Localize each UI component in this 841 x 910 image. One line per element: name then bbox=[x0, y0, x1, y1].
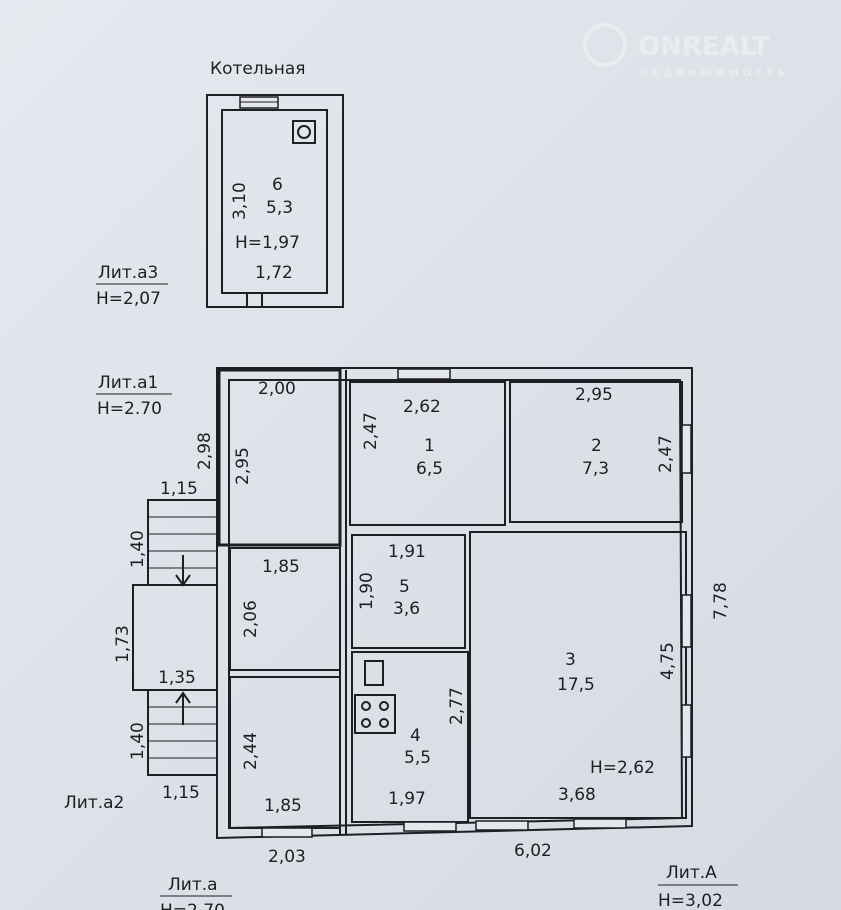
window bbox=[681, 594, 692, 648]
ceiling-height: Н=1,97 bbox=[235, 233, 300, 253]
main-house bbox=[132, 367, 693, 840]
window bbox=[573, 818, 627, 829]
lit-height: Н=2,07 bbox=[96, 289, 161, 309]
dim: 2,47 bbox=[656, 435, 676, 473]
room-number: 5 bbox=[399, 577, 410, 597]
window bbox=[475, 820, 529, 831]
dim: 1,90 bbox=[357, 572, 377, 610]
boiler-room: Котельная 3,10 6 5,3 Н=1,97 1,72 Лит.а3 … bbox=[96, 59, 344, 309]
dim: 1,85 bbox=[262, 557, 300, 577]
lit-height: Н=3,02 bbox=[658, 891, 723, 910]
lit-label: Лит.А bbox=[666, 863, 717, 883]
dim: 3,10 bbox=[230, 182, 250, 220]
window bbox=[403, 821, 457, 832]
lit-height: Н=2.70 bbox=[97, 399, 162, 419]
dim: 1,15 bbox=[162, 783, 200, 803]
room-area: 5,3 bbox=[266, 198, 293, 218]
dim: 1,40 bbox=[128, 530, 148, 568]
room-1 bbox=[349, 381, 506, 526]
stove-icon bbox=[354, 694, 396, 734]
room-number: 1 bbox=[424, 436, 435, 456]
porch bbox=[132, 499, 218, 776]
dim: 1,40 bbox=[128, 722, 148, 760]
dim: 2,47 bbox=[361, 412, 381, 450]
dim: 2,95 bbox=[233, 447, 253, 485]
room-number: 4 bbox=[410, 726, 421, 746]
stairs bbox=[147, 689, 218, 776]
dim: 2,95 bbox=[575, 385, 613, 405]
lit-height: Н=2,70 bbox=[160, 901, 225, 910]
dim: 1,97 bbox=[388, 789, 426, 809]
dim: 4,75 bbox=[658, 642, 678, 680]
dimension-labels: Лит.а1 Н=2.70 2,00 2,95 2,98 1,15 1,40 1… bbox=[64, 373, 738, 910]
arrow-up-icon bbox=[175, 691, 191, 725]
room-number: 2 bbox=[591, 436, 602, 456]
dim: 2,06 bbox=[241, 600, 261, 638]
window bbox=[397, 368, 451, 380]
dim: 3,68 bbox=[558, 785, 596, 805]
watermark: ONREALT НЕДВИЖИМОСТЬ bbox=[583, 23, 789, 79]
room-area: 17,5 bbox=[557, 675, 595, 695]
lit-label: Лит.а2 bbox=[64, 793, 124, 813]
dim: 2,00 bbox=[258, 379, 296, 399]
room-number: 6 bbox=[272, 175, 283, 195]
room-area: 5,5 bbox=[404, 748, 431, 768]
dim: 2,62 bbox=[403, 397, 441, 417]
dim: 1,15 bbox=[160, 479, 198, 499]
lit-label: Лит.а1 bbox=[98, 373, 158, 393]
arrow-down-icon bbox=[175, 555, 191, 587]
room-number: 3 bbox=[565, 650, 576, 670]
dim: 2,98 bbox=[195, 432, 215, 470]
watermark-brand: ONREALT bbox=[638, 32, 770, 62]
dim: 2,03 bbox=[268, 847, 306, 867]
room-5 bbox=[351, 534, 466, 649]
boiler-icon bbox=[292, 120, 316, 144]
room-area: 6,5 bbox=[416, 459, 443, 479]
room-area: 7,3 bbox=[582, 459, 609, 479]
dim: 1,73 bbox=[113, 625, 133, 663]
dim: 2,44 bbox=[241, 732, 261, 770]
dim: 2,77 bbox=[447, 687, 467, 725]
window bbox=[261, 827, 313, 838]
dim: 1,72 bbox=[255, 263, 293, 283]
window bbox=[681, 704, 692, 758]
dim: 6,02 bbox=[514, 841, 552, 861]
lit-label: Лит.а3 bbox=[98, 263, 158, 283]
ceiling-height: Н=2,62 bbox=[590, 758, 655, 778]
room-area: 3,6 bbox=[393, 599, 420, 619]
dim: 7,78 bbox=[711, 582, 731, 620]
dim: 1,91 bbox=[388, 542, 426, 562]
window bbox=[681, 424, 692, 474]
watermark-logo-icon bbox=[583, 23, 627, 67]
room-left-mid bbox=[229, 547, 341, 671]
dim: 1,85 bbox=[264, 796, 302, 816]
boiler-title: Котельная bbox=[210, 59, 305, 79]
sink-icon bbox=[364, 660, 384, 686]
lit-label: Лит.а bbox=[168, 875, 218, 895]
watermark-tagline: НЕДВИЖИМОСТЬ bbox=[640, 68, 789, 79]
room-3 bbox=[469, 531, 687, 819]
dim: 1,35 bbox=[158, 668, 196, 688]
